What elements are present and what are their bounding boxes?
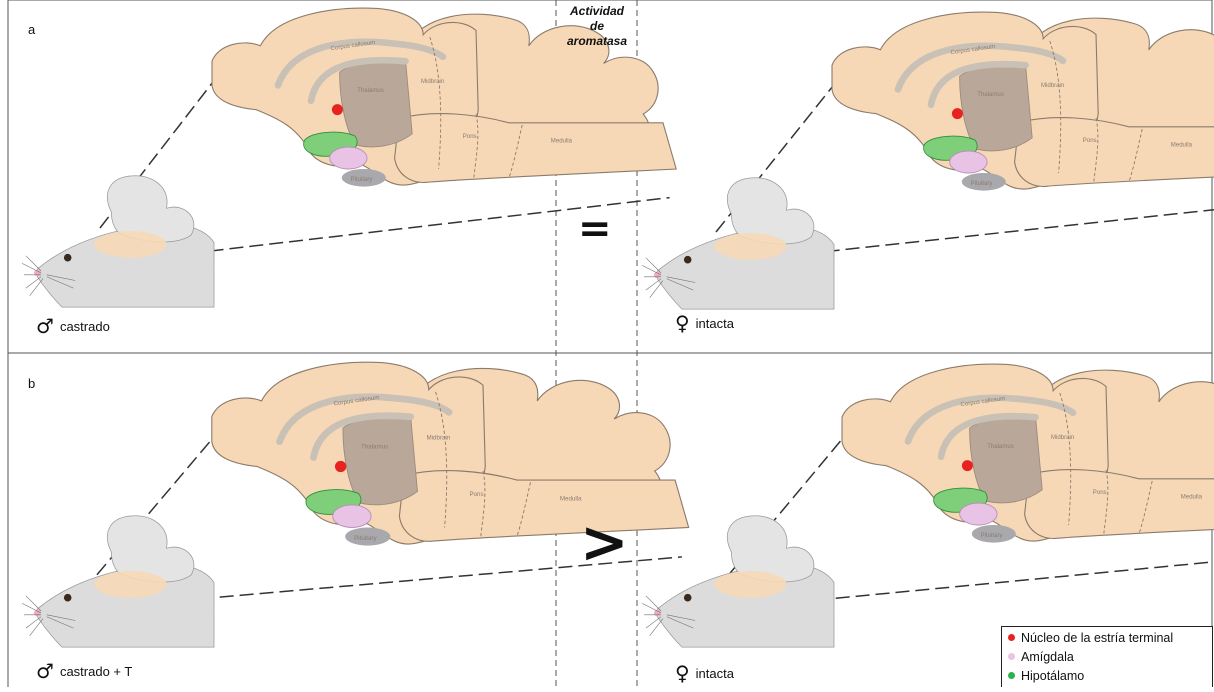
legend-item-nucleus: Núcleo de la estría terminal (1008, 628, 1212, 647)
illustration-female-intact-b: Corpus callosum Thalamus Midbrain Pons M… (642, 364, 1214, 647)
greater-than-sign: > (580, 508, 629, 576)
legend-swatch (1008, 653, 1015, 660)
mouse-brain-outline (94, 571, 166, 598)
panel-letter-b: b (28, 376, 35, 391)
aromatase-activity-header: Actividad de aromatasa (556, 0, 638, 72)
caption-female-intact-a: ♀ intacta (675, 313, 734, 333)
brain-label-medulla: Medulla (1181, 495, 1203, 501)
legend-swatch (1008, 672, 1015, 679)
header-line-1: Actividad (556, 4, 638, 19)
header-line-3: aromatasa (556, 34, 638, 49)
mouse-head (22, 176, 214, 307)
legend-label: Núcleo de la estría terminal (1021, 631, 1173, 645)
amygdala-shape (950, 151, 987, 173)
brain-region-shape (395, 114, 677, 183)
sagittal-brain-section: Corpus callosum Thalamus Midbrain Pons M… (842, 364, 1214, 543)
mouse-head (642, 516, 834, 647)
mouse-nose (34, 610, 41, 617)
brain-label-medulla: Medulla (1171, 143, 1193, 149)
mouse-nose (654, 610, 661, 617)
panel-letter-a: a (28, 22, 35, 37)
mouse-nose (34, 270, 41, 277)
brain-label-medulla: Medulla (560, 495, 582, 502)
nucleus-stria-terminalis-dot (952, 108, 963, 119)
mouse-head (22, 516, 214, 647)
amygdala-shape (330, 147, 367, 169)
brain-label-pons: Pons (1093, 490, 1107, 496)
brain-region-shape (1025, 470, 1214, 539)
illustration-female-intact-a: Corpus callosum Thalamus Midbrain Pons M… (642, 12, 1214, 309)
mouse-head (642, 178, 834, 309)
male-symbol-icon: ♂ (36, 316, 54, 336)
female-symbol-icon: ♀ (675, 663, 690, 683)
mouse-brain-outline (714, 233, 786, 260)
mouse-eye (64, 254, 72, 262)
brain-label-pituitary: Pituitary (354, 535, 377, 542)
brain-label-medulla: Medulla (551, 139, 573, 145)
sagittal-brain-section: Corpus callosum Thalamus Midbrain Pons M… (832, 12, 1214, 191)
brain-label-midbrain: Midbrain (427, 434, 451, 441)
mouse-brain-outline (714, 571, 786, 598)
legend-label: Hipotálamo (1021, 669, 1084, 683)
caption-text: intacta (696, 666, 734, 681)
amygdala-shape (960, 503, 997, 525)
brain-label-pons: Pons (463, 134, 477, 140)
brain-label-pituitary: Pituitary (351, 177, 374, 183)
caption-text: castrado + T (60, 664, 132, 679)
brain-label-midbrain: Midbrain (1041, 83, 1064, 89)
mouse-eye (64, 594, 72, 602)
brain-label-thalamus: Thalamus (987, 444, 1014, 450)
brain-region-shape (1015, 118, 1214, 187)
caption-male-castrated-t: ♂ castrado + T (36, 661, 132, 681)
mouse-eye (684, 256, 692, 264)
brain-label-thalamus: Thalamus (977, 92, 1004, 98)
caption-text: intacta (696, 316, 734, 331)
brain-label-pituitary: Pituitary (981, 533, 1004, 539)
illustration-male-castrated-t: Corpus callosum Thalamus Midbrain Pons M… (22, 362, 689, 647)
projection-line-lower (776, 554, 1214, 604)
female-symbol-icon: ♀ (675, 313, 690, 333)
nucleus-stria-terminalis-dot (335, 461, 346, 472)
mouse-eye (684, 594, 692, 602)
caption-text: castrado (60, 319, 110, 334)
caption-female-intact-b: ♀ intacta (675, 663, 734, 683)
brain-region-shape (399, 471, 688, 542)
header-line-2: de (556, 19, 638, 34)
equal-sign: = (578, 206, 612, 252)
legend-item-amygdala: Amígdala (1008, 647, 1212, 666)
mouse-brain-outline (94, 231, 166, 258)
legend-label: Amígdala (1021, 650, 1074, 664)
brain-label-pons: Pons (1083, 138, 1097, 144)
amygdala-shape (333, 505, 371, 528)
brain-label-midbrain: Midbrain (421, 79, 444, 85)
brain-label-thalamus: Thalamus (361, 443, 388, 450)
nucleus-stria-terminalis-dot (332, 104, 343, 115)
legend-item-hypothalamus: Hipotálamo (1008, 666, 1212, 685)
caption-male-castrated: ♂ castrado (36, 316, 110, 336)
brain-label-thalamus: Thalamus (357, 88, 384, 94)
brain-label-pituitary: Pituitary (971, 181, 994, 187)
male-symbol-icon: ♂ (36, 661, 54, 681)
legend-swatch (1008, 634, 1015, 641)
mouse-nose (654, 272, 661, 279)
nucleus-stria-terminalis-dot (962, 460, 973, 471)
brain-label-midbrain: Midbrain (1051, 435, 1074, 441)
brain-label-pons: Pons (469, 491, 483, 498)
legend: Núcleo de la estría terminal Amígdala Hi… (1001, 626, 1213, 687)
